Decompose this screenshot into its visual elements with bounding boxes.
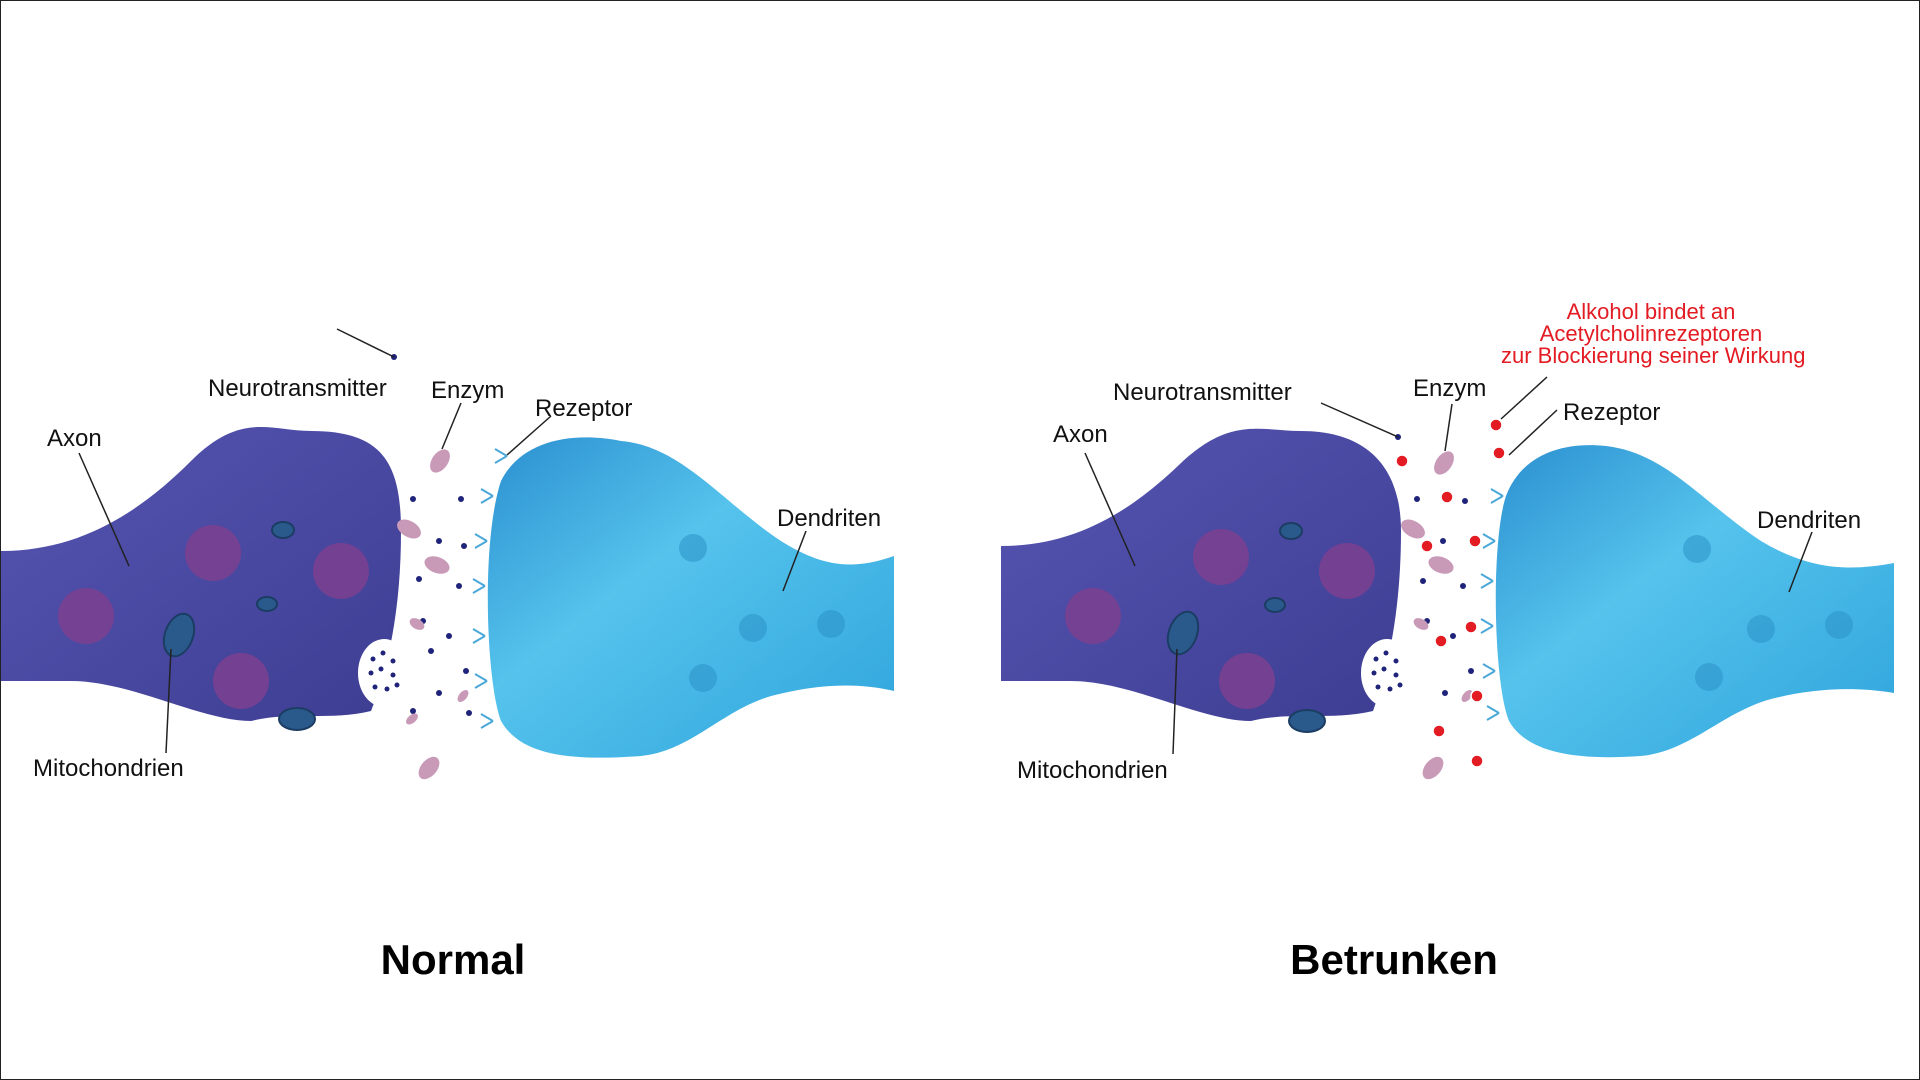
enzymes bbox=[1401, 451, 1473, 780]
label-dendrite: Dendriten bbox=[1757, 507, 1862, 534]
dendrite-shape bbox=[1495, 445, 1894, 758]
alcohol-annotation-line3: zur Blockierung seiner Wirkung bbox=[1501, 343, 1806, 368]
synapse-illustration bbox=[1, 328, 894, 780]
receptors bbox=[472, 448, 508, 729]
leader-lines bbox=[78, 328, 807, 754]
neurotransmitters bbox=[1414, 496, 1474, 696]
label-enzyme: Enzym bbox=[1413, 375, 1487, 402]
drunk-diagram: Neurotransmitter Enzym Rezeptor Axon Den… bbox=[1001, 241, 1901, 841]
label-dendrite: Dendriten bbox=[777, 505, 882, 532]
label-enzyme: Enzym bbox=[431, 377, 505, 404]
vesicle bbox=[358, 639, 410, 707]
label-mitochondria: Mitochondrien bbox=[33, 755, 184, 782]
dendrite-shape bbox=[487, 437, 894, 758]
label-neurotransmitter: Neurotransmitter bbox=[208, 375, 387, 402]
alcohol-molecules bbox=[1395, 418, 1506, 768]
label-mitochondria: Mitochondrien bbox=[1017, 757, 1168, 784]
caption-normal: Normal bbox=[380, 936, 526, 983]
mitochondria-group bbox=[162, 521, 316, 731]
label-axon: Axon bbox=[1053, 421, 1108, 448]
synapse-illustration-drunk bbox=[1001, 376, 1894, 780]
label-receptor: Rezeptor bbox=[535, 395, 633, 422]
neurotransmitters bbox=[391, 354, 472, 716]
enzymes bbox=[397, 449, 469, 780]
normal-diagram: Neurotransmitter Enzym Rezeptor Axon Den… bbox=[1, 241, 901, 841]
label-axon: Axon bbox=[47, 425, 102, 452]
caption-drunk: Betrunken bbox=[1290, 936, 1498, 983]
label-receptor: Rezeptor bbox=[1563, 399, 1661, 426]
alcohol-annotation-line1: Alkohol bindet an bbox=[1566, 299, 1736, 324]
alcohol-annotation: Alkohol bindet an Acetylcholinrezeptoren… bbox=[1501, 299, 1806, 368]
alcohol-annotation-line2: Acetylcholinrezeptoren bbox=[1539, 321, 1763, 346]
label-neurotransmitter: Neurotransmitter bbox=[1113, 379, 1292, 406]
